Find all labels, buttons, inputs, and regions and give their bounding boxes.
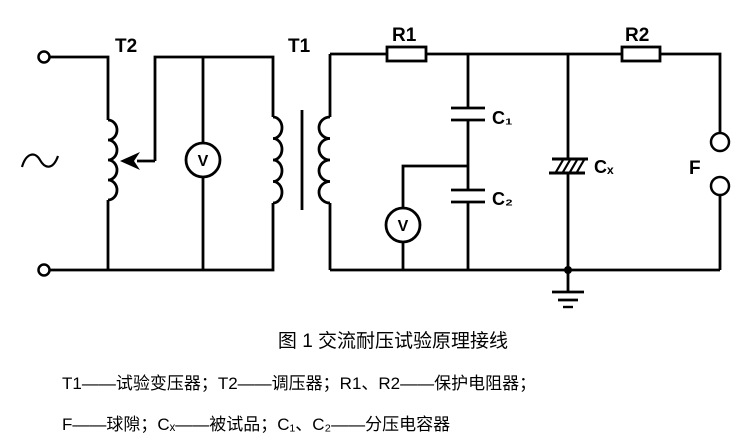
label-t1: T1	[288, 36, 311, 57]
label-c2: C₂	[492, 189, 513, 209]
t2-winding	[107, 118, 119, 202]
cx-hatching-icon	[555, 159, 585, 173]
figure-caption: 图 1 交流耐压试验原理接线	[278, 330, 508, 352]
t1-primary-winding	[272, 115, 284, 205]
wire-tap-to-primary	[153, 55, 275, 161]
input-terminal-bottom	[37, 263, 51, 277]
tap-arrow-icon	[120, 152, 140, 170]
wire-divider-tap	[401, 164, 468, 208]
ac-source-icon	[20, 153, 60, 168]
voltmeter-input-icon	[184, 141, 222, 179]
label-r2: R2	[625, 25, 649, 46]
wire-r2-to-gap	[660, 52, 722, 133]
sphere-gap-top-icon	[709, 131, 731, 153]
resistor-r1	[385, 45, 428, 63]
t1-secondary-winding	[317, 115, 331, 205]
ground-icon	[552, 270, 584, 309]
voltmeter-divider-label: V	[398, 218, 409, 235]
wire-bottom-left	[50, 203, 275, 272]
legend-line-2: F——球隙；Cₓ——被试品；C₁、C₂——分压电容器	[62, 415, 450, 434]
label-c1: C₁	[492, 108, 512, 128]
voltmeter-input-label: V	[198, 153, 209, 170]
label-r1: R1	[392, 25, 417, 46]
sphere-gap-bottom-icon	[709, 175, 731, 197]
label-t2: T2	[115, 36, 137, 57]
resistor-r2	[620, 45, 662, 63]
legend-line-1: T1——试验变压器；T2——调压器；R1、R2——保护电阻器；	[62, 374, 536, 393]
wire-top-left	[50, 55, 110, 120]
label-f: F	[689, 158, 701, 179]
input-terminal-top	[37, 50, 51, 64]
voltmeter-divider-icon	[384, 206, 422, 244]
label-cx: Cₓ	[594, 157, 614, 177]
